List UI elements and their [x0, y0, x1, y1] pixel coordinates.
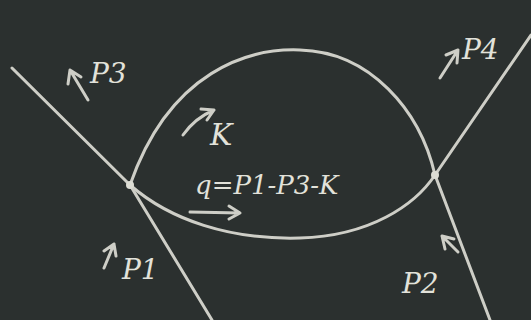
external-line	[435, 175, 490, 320]
external-line	[435, 35, 531, 175]
momentum-arrow	[440, 50, 458, 78]
vertex	[431, 171, 439, 179]
loop-propagator	[130, 50, 435, 185]
momentum-relation: q=P1-P3-K	[195, 172, 339, 198]
external-line	[130, 185, 212, 320]
momentum-label: P1	[122, 256, 159, 284]
momentum-label: P3	[90, 60, 127, 88]
vertex	[126, 181, 134, 189]
momentum-arrow	[104, 244, 116, 268]
momentum-label: P4	[462, 36, 499, 64]
momentum-arrow	[190, 206, 240, 219]
momentum-arrow	[442, 236, 458, 252]
momentum-arrow	[183, 109, 214, 135]
momentum-arrow	[68, 70, 88, 100]
loop-momentum-label: K	[210, 120, 232, 150]
momentum-label: P2	[402, 270, 439, 298]
